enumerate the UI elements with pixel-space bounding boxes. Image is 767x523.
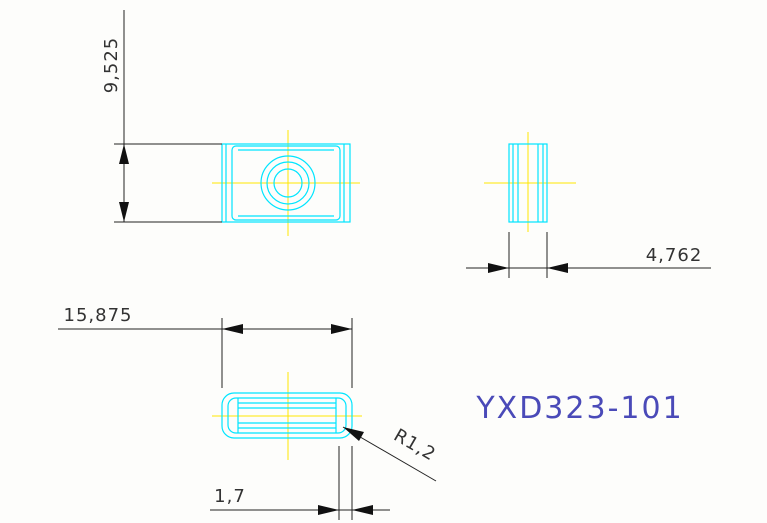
front-hole-inner <box>273 168 303 198</box>
length-arrow-left <box>222 324 243 334</box>
thickness-dimension-text: 4,762 <box>646 245 703 266</box>
top-inner-outline <box>227 397 347 434</box>
part-number-label: YXD323-101 <box>475 391 683 426</box>
radius-arrow <box>343 427 364 441</box>
chamfer-arrow-left <box>318 505 339 515</box>
length-arrow-right <box>331 324 352 334</box>
front-inner-outline <box>231 145 341 221</box>
front-hole-outer <box>260 155 316 211</box>
front-hole-counterbore <box>266 161 310 205</box>
length-dimension-text: 15,875 <box>64 305 133 326</box>
top-body-outline <box>221 392 353 439</box>
front-body-outline <box>221 143 351 223</box>
chamfer-arrow-right <box>352 505 373 515</box>
thickness-arrow-right <box>547 263 568 273</box>
height-dimension: 9,525 <box>101 10 222 223</box>
height-arrow-top <box>119 144 129 164</box>
side-view <box>484 132 576 232</box>
chamfer-dimension: 1,7 <box>210 446 390 520</box>
height-dimension-text: 9,525 <box>101 37 122 94</box>
top-view <box>212 372 362 460</box>
chamfer-dimension-text: 1,7 <box>214 486 246 507</box>
height-arrow-bottom <box>119 202 129 222</box>
thickness-dimension: 4,762 <box>466 232 711 278</box>
length-dimension: 15,875 <box>58 305 353 388</box>
front-view <box>212 130 360 236</box>
side-body-outline <box>508 143 548 223</box>
thickness-arrow-left <box>488 263 509 273</box>
